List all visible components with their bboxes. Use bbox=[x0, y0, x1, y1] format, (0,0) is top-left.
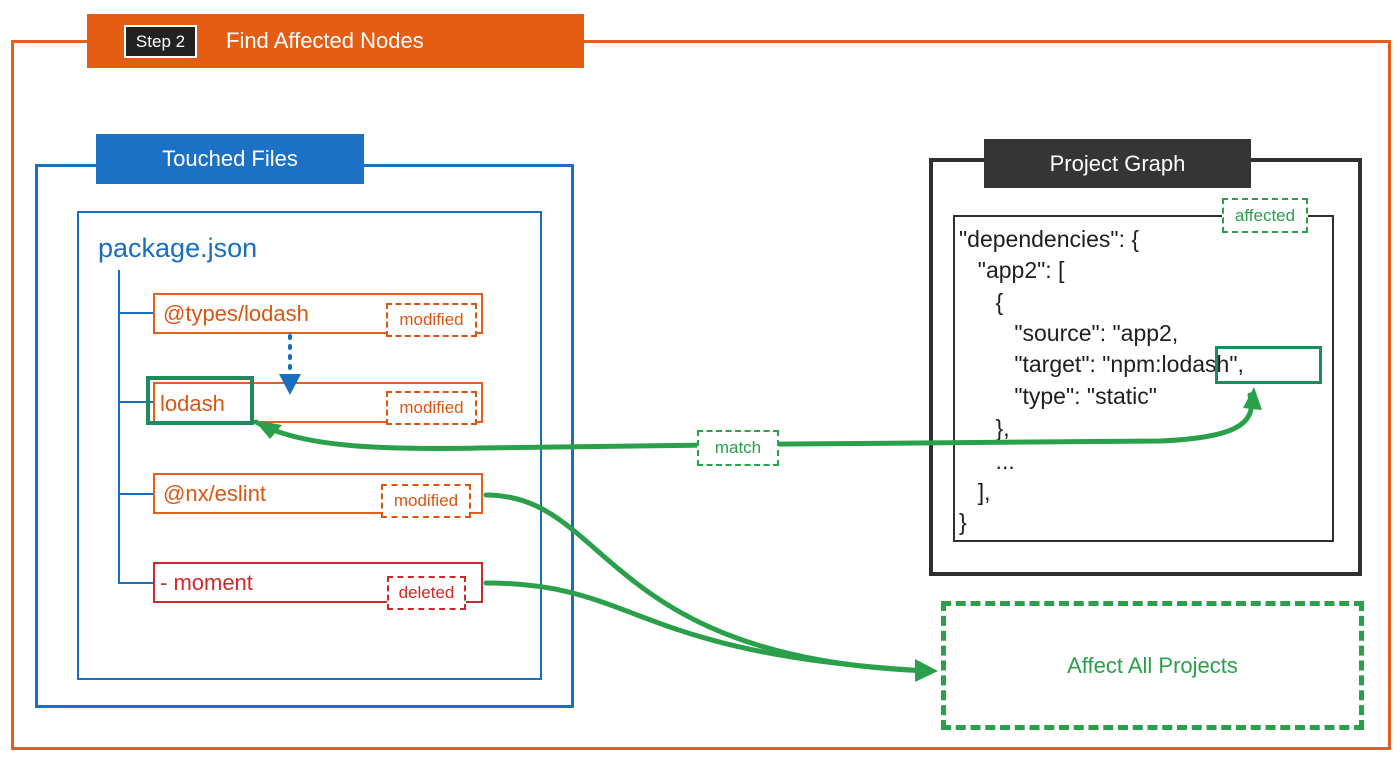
eslint-affect-arrow bbox=[483, 492, 933, 674]
code-line: "dependencies": { bbox=[959, 226, 1140, 252]
affect-arrow-head bbox=[915, 659, 938, 682]
dependency-arrow-head bbox=[279, 374, 301, 395]
file-entry-moment bbox=[153, 562, 483, 603]
file-entry-lodash bbox=[153, 382, 483, 423]
code-line: ], bbox=[965, 479, 991, 505]
match-arrow bbox=[253, 392, 1254, 451]
code-line: } bbox=[959, 509, 967, 535]
tree-branch bbox=[118, 401, 155, 403]
touched-files-header: Touched Files bbox=[96, 134, 364, 184]
code-line: "source": "app2, bbox=[976, 320, 1179, 346]
match-tag: match bbox=[697, 430, 779, 466]
outer-frame bbox=[11, 40, 1391, 750]
tree-trunk bbox=[118, 270, 120, 584]
status-tag-modified: modified bbox=[381, 484, 471, 518]
npm-lodash-highlight bbox=[1215, 346, 1322, 384]
project-graph-code-box bbox=[953, 215, 1334, 542]
file-entry-types-lodash bbox=[153, 293, 483, 334]
file-entry-nx-eslint bbox=[153, 473, 483, 514]
tree-branch bbox=[118, 493, 155, 495]
file-name: lodash bbox=[160, 391, 225, 416]
file-name: @types/lodash bbox=[163, 301, 309, 326]
code-line: }, bbox=[970, 415, 1010, 441]
affect-all-projects-box: Affect All Projects bbox=[941, 601, 1364, 730]
code-line: "app2": [ bbox=[965, 257, 1065, 283]
code-line: { bbox=[970, 289, 1004, 315]
match-arrow-head-left bbox=[254, 420, 282, 439]
status-tag-modified: modified bbox=[386, 391, 477, 425]
status-tag-deleted: deleted bbox=[387, 576, 466, 610]
code-line: ... bbox=[970, 448, 1015, 474]
tree-branch bbox=[118, 582, 155, 584]
file-name: - moment bbox=[160, 570, 253, 595]
match-arrow-head-right bbox=[1243, 387, 1262, 410]
project-graph-header: Project Graph bbox=[984, 139, 1251, 188]
affected-tag: affected bbox=[1222, 198, 1308, 233]
code-line: "target": "npm:lodash", bbox=[976, 351, 1244, 377]
tree-branch bbox=[118, 312, 155, 314]
status-tag-modified: modified bbox=[386, 303, 477, 337]
step-badge: Step 2 bbox=[124, 25, 197, 58]
step-title: Find Affected Nodes bbox=[226, 28, 424, 53]
lodash-match-highlight bbox=[146, 376, 254, 425]
code-line: "type": "static" bbox=[976, 383, 1157, 409]
moment-affect-arrow bbox=[483, 580, 933, 674]
package-json-title: package.json bbox=[98, 233, 258, 263]
file-name: @nx/eslint bbox=[163, 481, 267, 506]
